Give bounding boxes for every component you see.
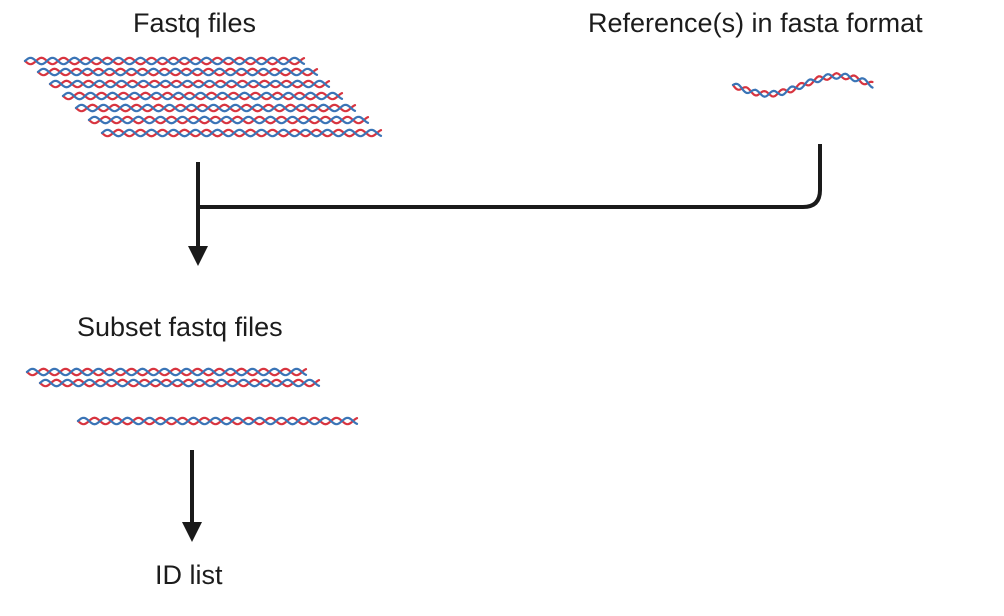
reference-label: Reference(s) in fasta format (588, 8, 923, 38)
red-strand (38, 378, 321, 388)
red-strand (74, 103, 357, 113)
blue-strand (87, 115, 370, 125)
blue-strand (23, 56, 306, 66)
dna-reference-icon (731, 72, 874, 98)
dna-read-icon (38, 378, 321, 388)
red-strand (23, 56, 306, 66)
blue-strand (76, 416, 359, 426)
blue-strand (731, 72, 874, 98)
red-strand (100, 128, 383, 138)
dna-read-icon (61, 91, 344, 101)
dna-read-icon (76, 416, 359, 426)
id-list-label: ID list (155, 560, 223, 590)
subset-reads-stack (25, 367, 359, 426)
blue-strand (74, 103, 357, 113)
red-strand (731, 72, 874, 98)
reference-merge-line (198, 144, 822, 209)
dna-read-icon (36, 67, 319, 77)
blue-strand (48, 79, 331, 89)
fastq-reads-stack (23, 56, 383, 138)
dna-read-icon (87, 115, 370, 125)
blue-strand (25, 367, 308, 377)
red-strand (76, 416, 359, 426)
dna-read-icon (25, 367, 308, 377)
blue-strand (38, 378, 321, 388)
blue-strand (61, 91, 344, 101)
reference-sequence-icon (731, 72, 874, 98)
fastq-to-subset-arrowhead (188, 246, 208, 266)
blue-strand (36, 67, 319, 77)
red-strand (87, 115, 370, 125)
red-strand (48, 79, 331, 89)
dna-read-icon (48, 79, 331, 89)
subset-to-idlist-arrowhead (182, 522, 202, 542)
dna-read-icon (23, 56, 306, 66)
subset-fastq-files-label: Subset fastq files (77, 312, 283, 342)
dna-read-icon (100, 128, 383, 138)
red-strand (61, 91, 344, 101)
dna-read-icon (74, 103, 357, 113)
blue-strand (100, 128, 383, 138)
red-strand (25, 367, 308, 377)
fastq-files-label: Fastq files (133, 8, 257, 38)
red-strand (36, 67, 319, 77)
